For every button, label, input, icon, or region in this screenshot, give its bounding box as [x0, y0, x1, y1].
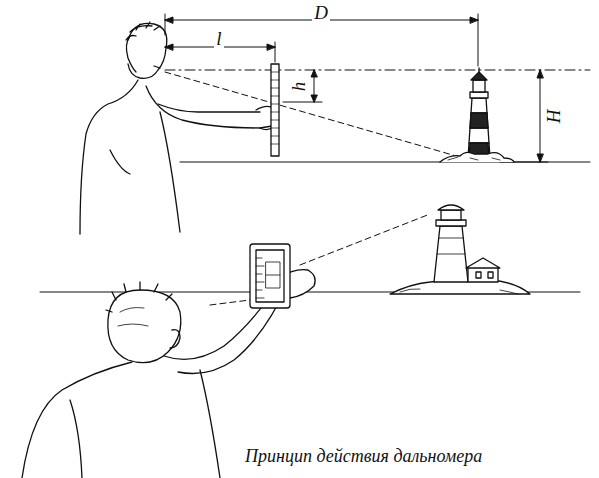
rangefinder-device [250, 244, 290, 308]
lighthouse-bottom [390, 205, 530, 294]
dimension-label: h [290, 79, 309, 93]
measuring-rod [271, 64, 279, 156]
caption: Принцип действия дальномера [245, 446, 482, 467]
lighthouse-top [440, 68, 514, 162]
dimension-label: H [544, 107, 563, 125]
dimension-label: D [312, 3, 330, 22]
observer-top [80, 22, 278, 234]
dimension-lines [165, 14, 590, 162]
dimension-label: l [214, 29, 223, 48]
